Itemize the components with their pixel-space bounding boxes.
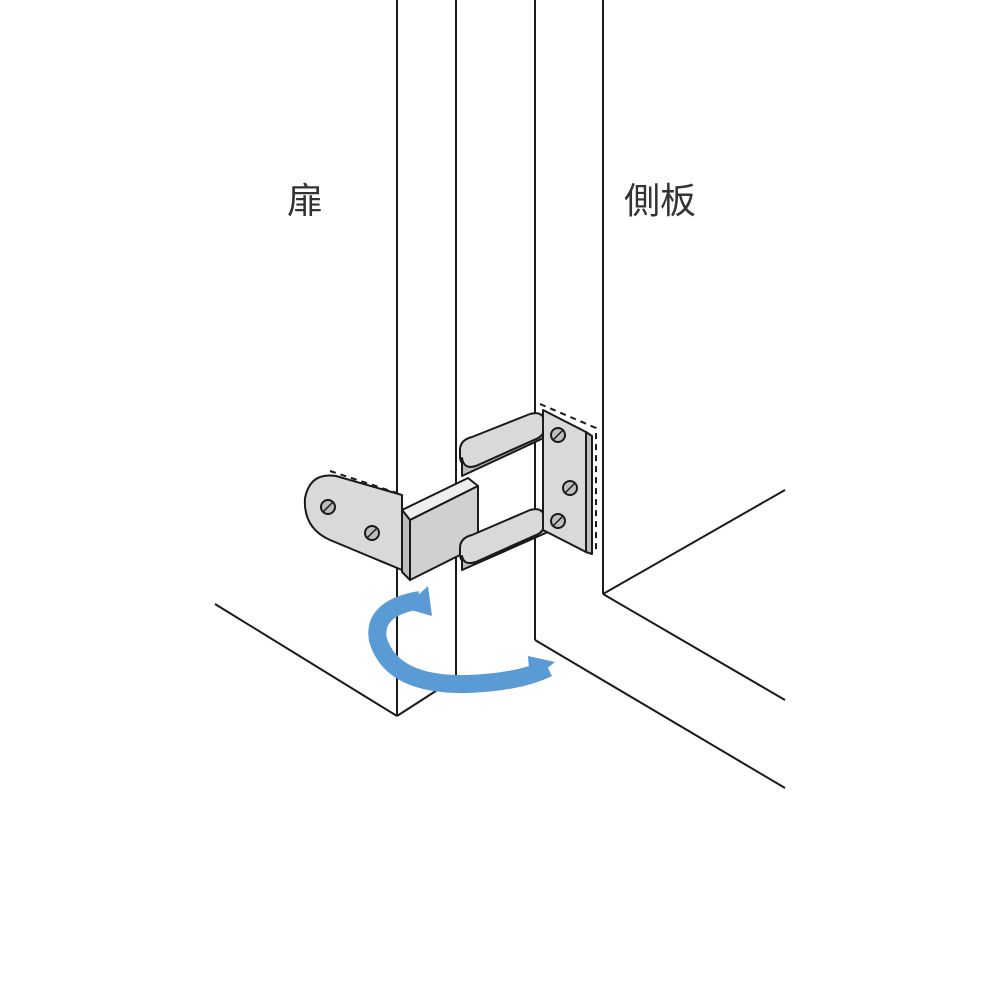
side-panel xyxy=(534,0,786,789)
screw-icon xyxy=(364,525,380,541)
screw-icon xyxy=(550,513,566,529)
curved-rotation-arrow-icon xyxy=(368,586,555,694)
door-label: 扉 xyxy=(287,181,324,222)
side-hinge-plate-edge xyxy=(585,431,593,555)
side-panel-bottom-edge xyxy=(534,639,786,789)
cabinet-floor-side xyxy=(602,593,786,701)
screw-icon xyxy=(320,499,336,515)
side-panel-label: 側板 xyxy=(624,181,697,222)
cabinet-floor-back xyxy=(602,489,786,595)
screw-icon xyxy=(550,427,566,443)
rotation-arrow-head-top xyxy=(404,586,432,616)
side-plate-dashed-outline xyxy=(539,403,597,553)
door-panel xyxy=(214,0,457,717)
door-bottom-edge xyxy=(214,603,398,717)
door-hinge-block-front xyxy=(401,509,411,581)
rotation-arrow-head-right xyxy=(528,656,555,682)
screws xyxy=(320,427,578,541)
screw-icon xyxy=(562,480,578,496)
rotation-arrow-body xyxy=(368,591,553,694)
